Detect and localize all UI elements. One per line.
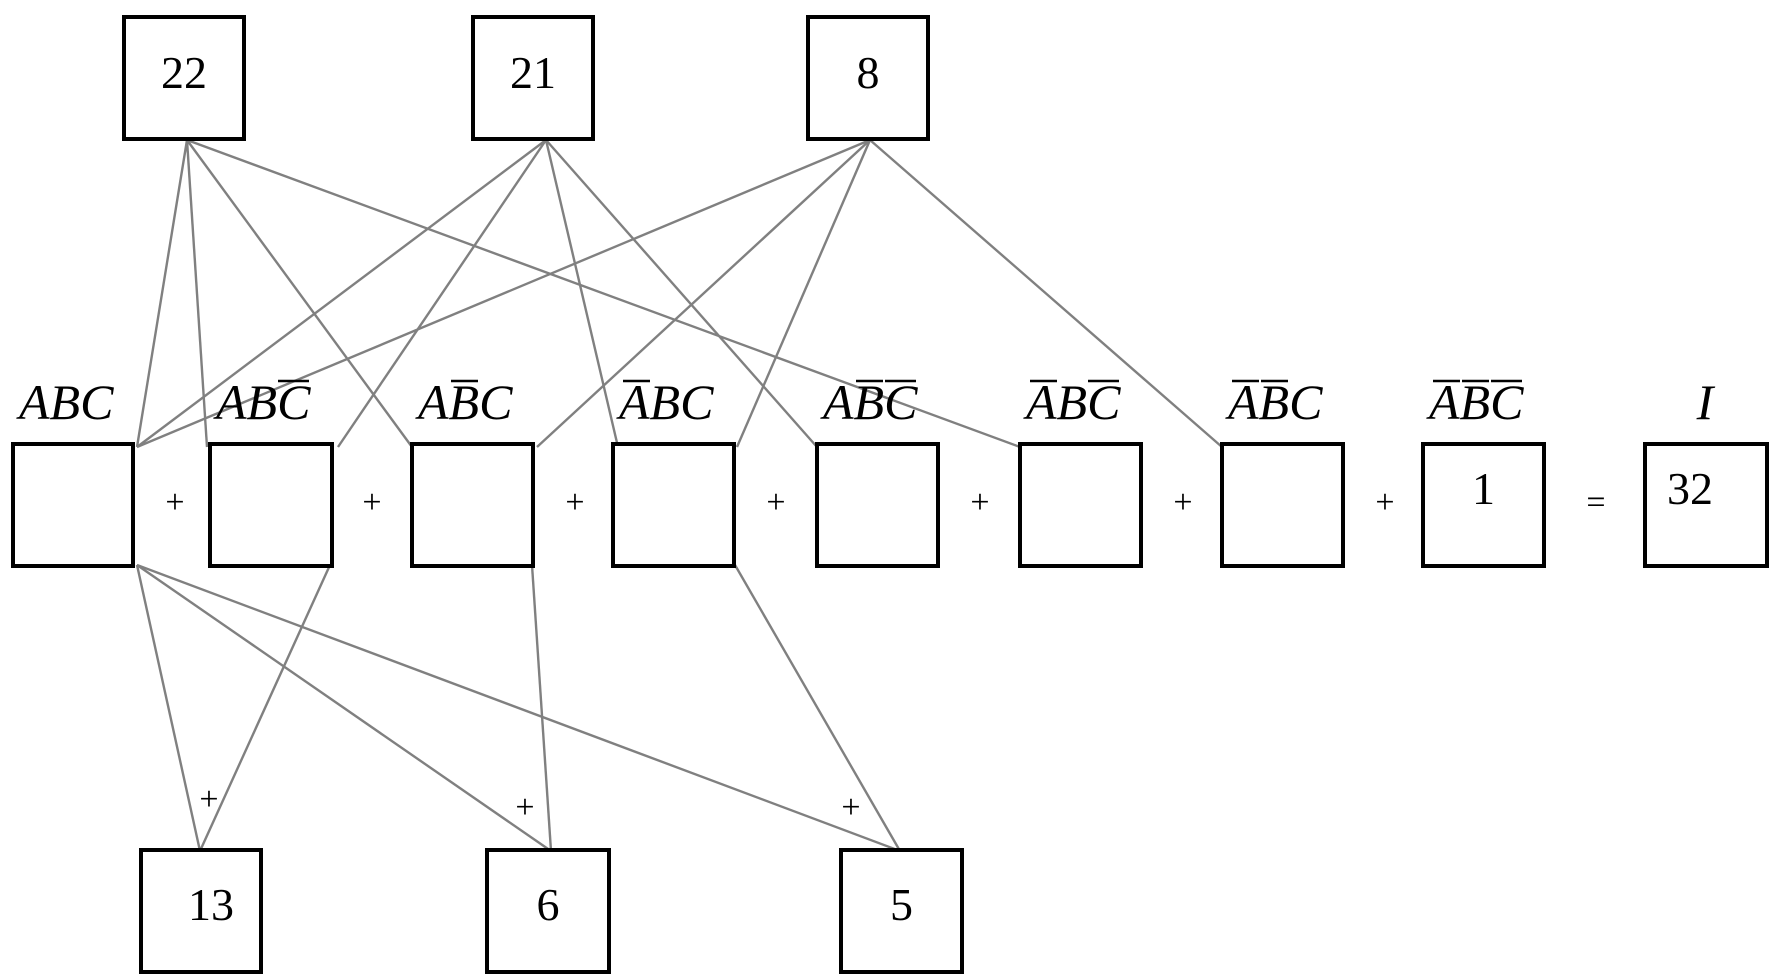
bottom-link-line (136, 563, 901, 853)
total-value: 32 (1667, 463, 1713, 514)
plus-sign: + (515, 789, 534, 826)
region-label: ABC (213, 374, 311, 430)
bottom-link-line (198, 564, 332, 852)
plus-sign: + (565, 484, 584, 521)
region-label: ABC (16, 374, 114, 430)
top-link-line (186, 139, 413, 448)
region-label: ABC (1023, 374, 1121, 430)
plus-sign: + (362, 484, 381, 521)
bottom-total-value: 13 (188, 879, 234, 930)
top-link-line (869, 139, 1223, 448)
top-total-value: 8 (857, 47, 880, 98)
plus-sign: + (766, 484, 785, 521)
region-box (208, 442, 334, 568)
top-total-box (122, 15, 246, 141)
top-link-line (544, 139, 620, 448)
plus-sign: + (1375, 484, 1394, 521)
equals-sign: = (1586, 484, 1605, 521)
top-link-line (136, 139, 547, 448)
top-link-line (135, 139, 189, 448)
plus-sign: + (199, 781, 218, 818)
region-box (1421, 442, 1546, 568)
bottom-link-line (136, 564, 552, 852)
top-link-line (186, 138, 1021, 449)
plus-sign: + (1173, 484, 1192, 521)
top-link-line (337, 139, 547, 448)
connection-lines (135, 138, 1223, 853)
top-link-line (136, 138, 871, 449)
total-box (1643, 442, 1769, 568)
region-label: ABC (820, 374, 918, 430)
bottom-total-box (485, 848, 611, 974)
bottom-link-line (135, 564, 202, 852)
plus-sign: + (165, 484, 184, 521)
plus-sign: + (970, 484, 989, 521)
region-value: 1 (1472, 463, 1495, 514)
bottom-total-box (139, 848, 263, 974)
bottom-link-line (530, 564, 553, 852)
region-box (611, 442, 736, 568)
total-label: I (1696, 374, 1716, 430)
region-label: ABC (616, 374, 714, 430)
region-box (11, 442, 135, 568)
region-box (410, 442, 535, 568)
top-link-line (536, 139, 871, 448)
top-total-value: 21 (510, 47, 556, 98)
bottom-total-box (839, 848, 964, 974)
region-label: ABC (415, 374, 513, 430)
region-label: ABC (1225, 374, 1323, 430)
region-box (1220, 442, 1345, 568)
top-link-line (545, 139, 818, 448)
bottom-total-value: 6 (537, 879, 560, 930)
bottom-link-line (733, 564, 902, 852)
region-box (815, 442, 940, 568)
plus-sign: + (841, 789, 860, 826)
top-total-box (806, 15, 930, 141)
top-link-line (735, 139, 872, 448)
top-total-value: 22 (161, 47, 207, 98)
region-box (1018, 442, 1143, 568)
top-total-box (471, 15, 595, 141)
region-label: ABC (1426, 374, 1524, 430)
bottom-total-value: 5 (890, 879, 913, 930)
